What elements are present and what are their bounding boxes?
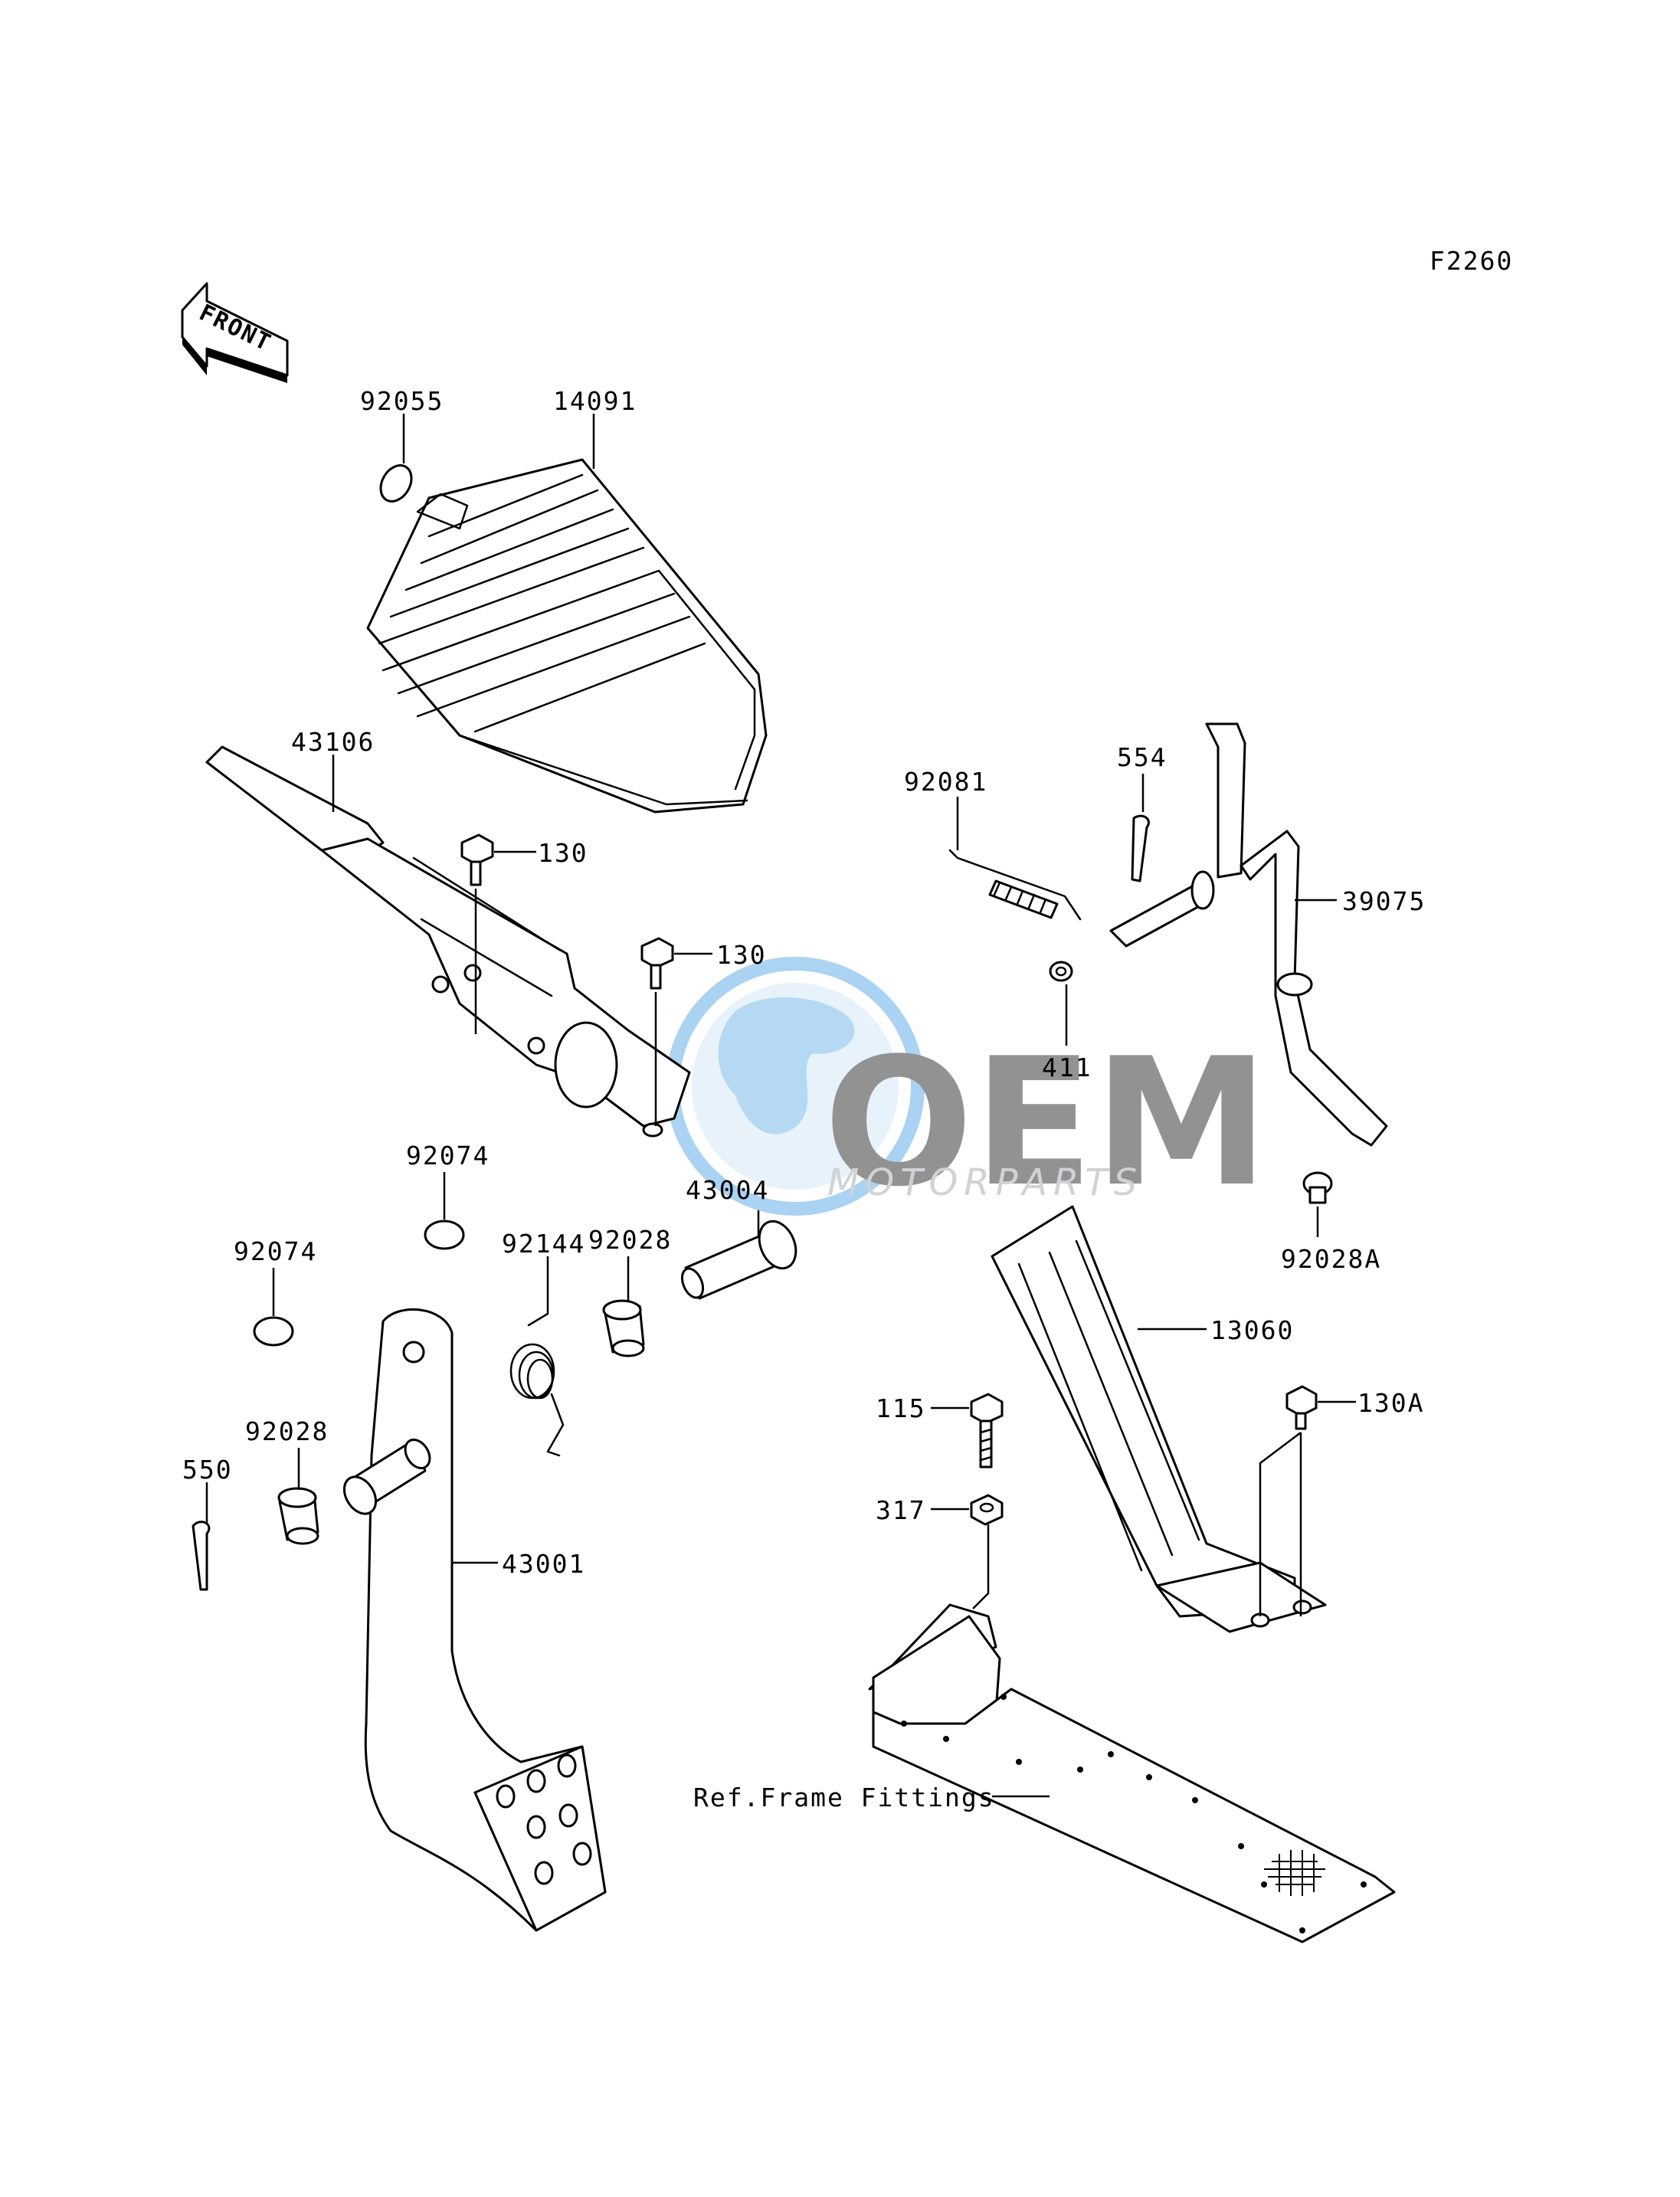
bolt-130A	[1259, 1385, 1356, 1616]
front-arrow-icon: FRONT	[181, 282, 289, 383]
cotter-pin-554	[1131, 774, 1150, 882]
callout-92144: 92144	[502, 1229, 585, 1259]
callout-43001: 43001	[502, 1549, 585, 1579]
callout-92028-b: 92028	[245, 1416, 329, 1446]
callout-130A: 130A	[1357, 1388, 1424, 1418]
callout-92074-b: 92074	[234, 1236, 317, 1266]
callout-14091: 14091	[553, 386, 637, 416]
callout-92028A: 92028A	[1281, 1244, 1381, 1274]
frame-mesh-icon	[1264, 1850, 1325, 1896]
bushing-92028-b	[277, 1448, 319, 1545]
bushing-92028A	[1302, 1171, 1333, 1237]
bushing-92028-a	[602, 1256, 645, 1357]
watermark: OEM MOTORPARTS	[666, 957, 1269, 1226]
brake-pedal-43001	[342, 1308, 607, 1932]
plug-92074-a	[424, 1172, 465, 1250]
bolt-130-b	[640, 937, 712, 1126]
spring-92144	[509, 1256, 565, 1457]
o-ring-92055	[379, 414, 413, 503]
cotter-pin-550	[192, 1482, 211, 1591]
callout-92074-a: 92074	[406, 1141, 490, 1171]
diagram-code: F2260	[1429, 246, 1513, 276]
callout-411: 411	[1042, 1053, 1092, 1082]
callout-130-b: 130	[716, 940, 767, 970]
callout-317: 317	[876, 1495, 926, 1525]
watermark-brand: OEM	[824, 1021, 1269, 1226]
bolt-130-a	[460, 833, 536, 1034]
callout-43004: 43004	[686, 1175, 769, 1205]
frame-fitting	[868, 1603, 1396, 1943]
callout-39075: 39075	[1342, 886, 1426, 916]
accel-pedal-13060	[991, 1205, 1327, 1633]
callout-92081: 92081	[904, 767, 987, 797]
washer-411	[1049, 961, 1073, 1046]
callout-43106: 43106	[291, 727, 375, 757]
nut-317	[931, 1494, 1004, 1609]
callout-92028-a: 92028	[588, 1225, 672, 1255]
bolt-115	[931, 1393, 1004, 1468]
rod-39075	[1109, 722, 1388, 1147]
ref-frame-fittings-label: Ref.Frame Fittings	[693, 1783, 995, 1812]
pedal-hole	[496, 1784, 516, 1809]
callout-554: 554	[1117, 742, 1167, 772]
watermark-subtitle: MOTORPARTS	[827, 1161, 1143, 1204]
callout-92055: 92055	[360, 386, 444, 416]
brake-lever-43106	[205, 745, 691, 1138]
plug-92074-b	[253, 1268, 294, 1347]
callout-130-a: 130	[538, 838, 588, 868]
callout-13060: 13060	[1210, 1315, 1294, 1345]
callout-550: 550	[182, 1455, 233, 1485]
spring-rod-92081	[948, 797, 1082, 921]
callout-115: 115	[876, 1393, 926, 1423]
shaft-43004	[680, 1210, 797, 1300]
boot-cover-14091	[366, 414, 768, 814]
